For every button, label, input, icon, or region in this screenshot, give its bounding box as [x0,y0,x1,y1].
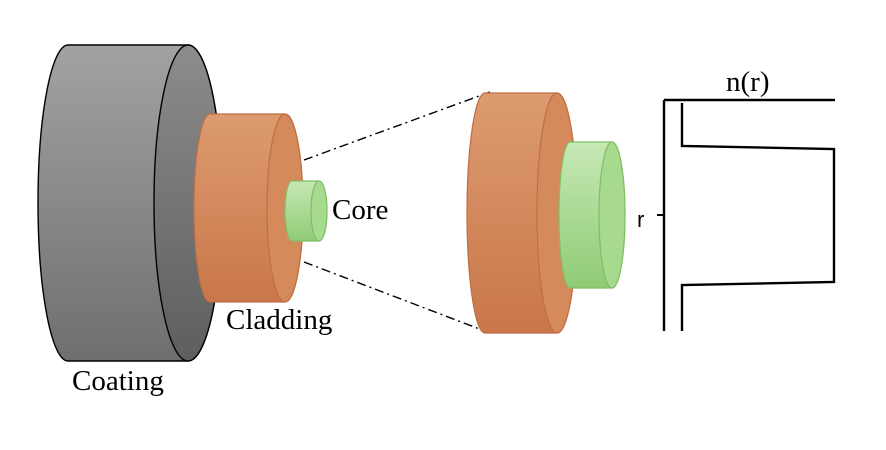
step-index-profile [680,103,836,331]
core-cylinder [284,180,328,242]
core-zoomed [558,141,626,289]
core-label: Core [332,194,388,226]
zoom-lines [303,91,491,334]
cladding-label: Cladding [226,304,332,336]
radius-label: r [637,207,644,232]
index-profile-label: n(r) [726,66,769,98]
coating-label: Coating [72,365,164,397]
refractive-index-profile [662,98,836,331]
